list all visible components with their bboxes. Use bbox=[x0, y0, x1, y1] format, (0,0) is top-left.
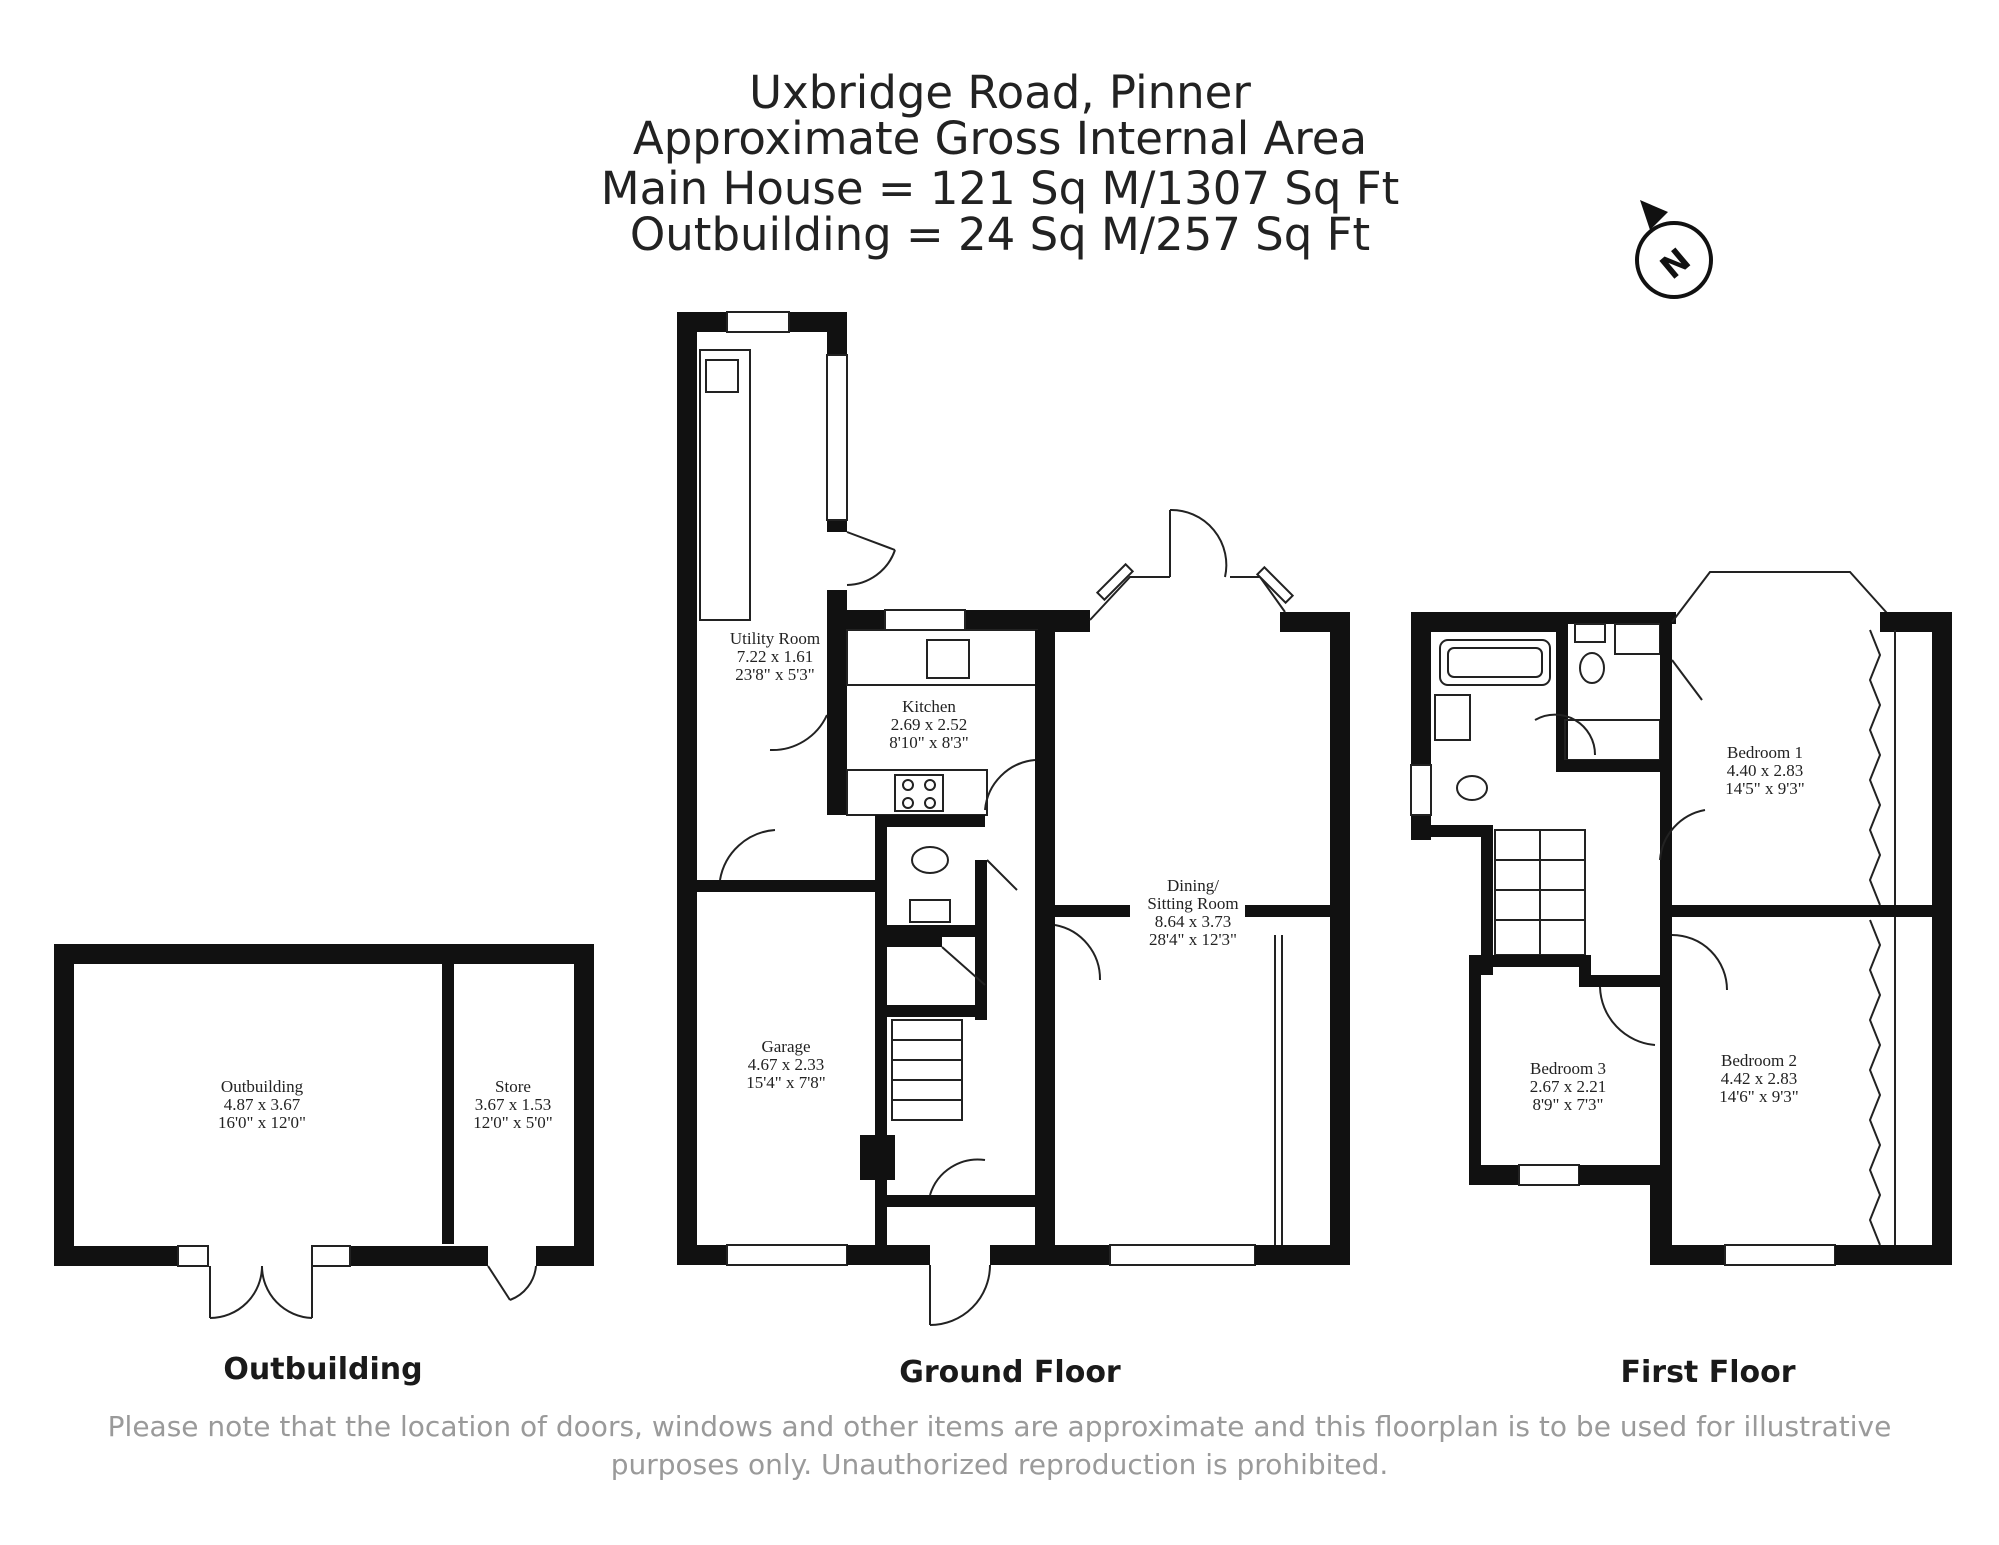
room-metric: 4.87 x 3.67 bbox=[223, 1095, 301, 1114]
title-line-4: Outbuilding = 24 Sq M/257 Sq Ft bbox=[629, 208, 1371, 261]
ground-floor-plan bbox=[677, 311, 1350, 1326]
room-name: Kitchen bbox=[902, 697, 956, 716]
room-metric: 4.42 x 2.83 bbox=[1720, 1069, 1798, 1088]
first-floor-plan bbox=[1410, 571, 1952, 1266]
room-name: Outbuilding bbox=[220, 1077, 304, 1096]
room-dining-sitting: Dining/ Sitting Room 8.64 x 3.73 28'4" x… bbox=[1147, 877, 1238, 949]
room-metric: 7.22 x 1.61 bbox=[736, 647, 814, 666]
room-metric: 2.69 x 2.52 bbox=[890, 715, 968, 734]
room-utility: Utility Room 7.22 x 1.61 23'8" x 5'3" bbox=[730, 630, 820, 684]
room-imperial: 12'0" x 5'0" bbox=[473, 1113, 553, 1132]
floor-label-first: First Floor bbox=[1620, 1355, 1796, 1390]
room-metric: 2.67 x 2.21 bbox=[1529, 1077, 1607, 1096]
outbuilding-plan bbox=[54, 944, 594, 1319]
room-metric: 8.64 x 3.73 bbox=[1154, 912, 1232, 931]
room-imperial: 8'10" x 8'3" bbox=[889, 733, 969, 752]
room-bedroom-2: Bedroom 2 4.42 x 2.83 14'6" x 9'3" bbox=[1719, 1052, 1799, 1106]
room-name: Bedroom 1 bbox=[1726, 743, 1804, 762]
floor-label-outbuilding: Outbuilding bbox=[223, 1352, 423, 1387]
room-imperial: 15'4" x 7'8" bbox=[746, 1073, 826, 1092]
title-line-2: Approximate Gross Internal Area bbox=[632, 112, 1368, 165]
room-imperial: 14'6" x 9'3" bbox=[1719, 1087, 1799, 1106]
room-outbuilding: Outbuilding 4.87 x 3.67 16'0" x 12'0" bbox=[218, 1078, 306, 1132]
room-imperial: 14'5" x 9'3" bbox=[1725, 779, 1805, 798]
room-metric: 4.40 x 2.83 bbox=[1726, 761, 1804, 780]
room-name-2: Sitting Room bbox=[1147, 894, 1239, 913]
room-metric: 3.67 x 1.53 bbox=[474, 1095, 552, 1114]
room-garage: Garage 4.67 x 2.33 15'4" x 7'8" bbox=[746, 1038, 826, 1092]
room-kitchen: Kitchen 2.69 x 2.52 8'10" x 8'3" bbox=[889, 698, 969, 752]
room-name: Dining/ bbox=[1167, 876, 1219, 895]
room-imperial: 28'4" x 12'3" bbox=[1148, 930, 1238, 949]
room-name: Utility Room bbox=[729, 629, 821, 648]
title-line-3: Main House = 121 Sq M/1307 Sq Ft bbox=[600, 162, 1400, 215]
room-name: Bedroom 3 bbox=[1529, 1059, 1607, 1078]
disclaimer-line-2: purposes only. Unauthorized reproduction… bbox=[610, 1448, 1389, 1481]
room-name: Store bbox=[495, 1077, 531, 1096]
title-line-1: Uxbridge Road, Pinner bbox=[749, 66, 1251, 119]
room-imperial: 16'0" x 12'0" bbox=[217, 1113, 307, 1132]
floor-label-ground: Ground Floor bbox=[899, 1355, 1121, 1390]
room-imperial: 23'8" x 5'3" bbox=[735, 665, 815, 684]
room-store: Store 3.67 x 1.53 12'0" x 5'0" bbox=[473, 1078, 553, 1132]
disclaimer-line-1: Please note that the location of doors, … bbox=[107, 1410, 1892, 1443]
room-metric: 4.67 x 2.33 bbox=[747, 1055, 825, 1074]
room-name: Bedroom 2 bbox=[1720, 1051, 1798, 1070]
room-imperial: 8'9" x 7'3" bbox=[1532, 1095, 1604, 1114]
room-bedroom-1: Bedroom 1 4.40 x 2.83 14'5" x 9'3" bbox=[1725, 744, 1805, 798]
room-bedroom-3: Bedroom 3 2.67 x 2.21 8'9" x 7'3" bbox=[1530, 1060, 1607, 1114]
north-compass: N bbox=[1635, 200, 1713, 299]
room-name: Garage bbox=[761, 1037, 811, 1056]
